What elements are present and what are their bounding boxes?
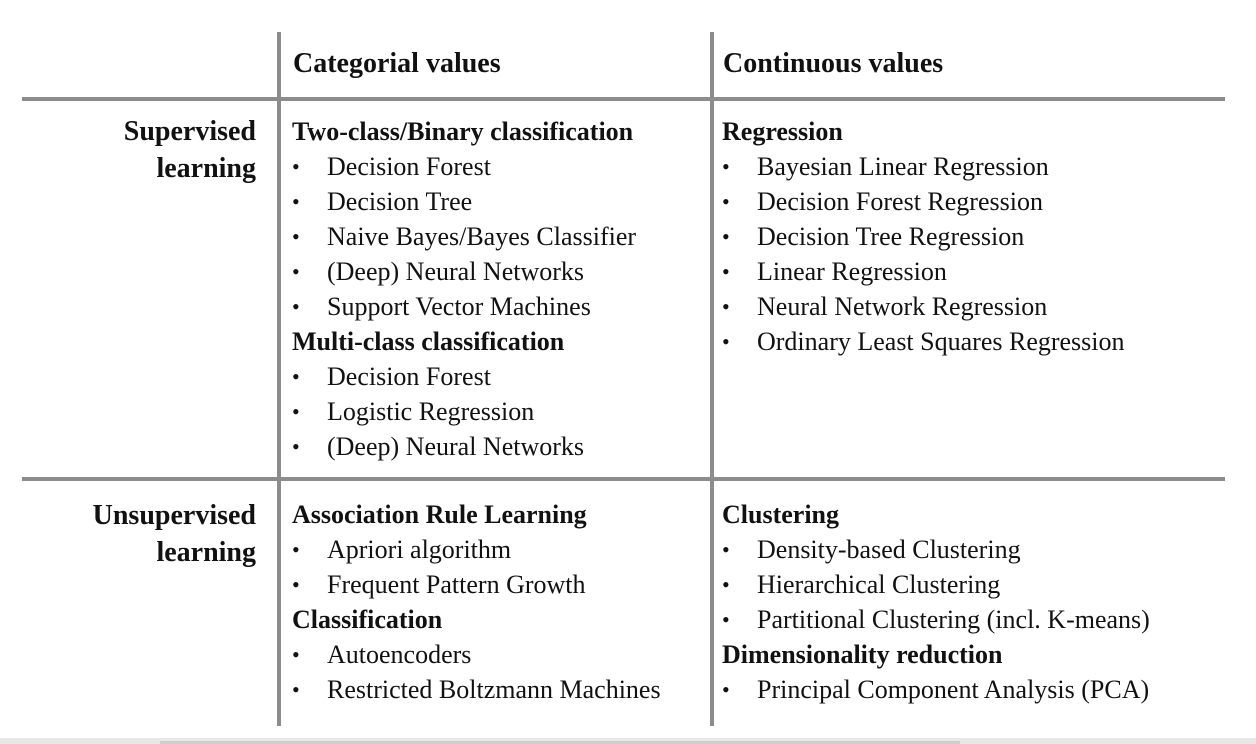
group-title: Multi-class classification — [292, 327, 565, 356]
list-item: • Logistic Regression — [292, 394, 636, 429]
list-item-label: Decision Forest — [327, 152, 491, 181]
bullet-icon: • — [292, 294, 300, 319]
list-item-label: Naive Bayes/Bayes Classifier — [327, 222, 637, 251]
row-header-supervised: Supervised learning — [124, 113, 256, 187]
list-item: • Linear Regression — [722, 254, 1125, 289]
group-title: Association Rule Learning — [292, 500, 587, 529]
list-item-label: Partitional Clustering (incl. K-means) — [757, 605, 1150, 634]
list-item-label: Bayesian Linear Regression — [757, 152, 1049, 181]
bullet-icon: • — [292, 434, 300, 459]
bullet-icon: • — [722, 677, 730, 702]
cell-supervised-continuous: Regression • Bayesian Linear Regression •… — [722, 114, 1125, 359]
bullet-icon: • — [292, 642, 300, 667]
list-item: • Density-based Clustering — [722, 532, 1150, 567]
list-item-label: Support Vector Machines — [327, 292, 591, 321]
row-header-line: learning — [156, 537, 256, 568]
bullet-icon: • — [722, 259, 730, 284]
bottom-edge-shadow — [160, 741, 960, 744]
bullet-icon: • — [292, 399, 300, 424]
bullet-icon: • — [722, 224, 730, 249]
list-item-label: (Deep) Neural Networks — [327, 432, 585, 461]
bullet-icon: • — [722, 572, 730, 597]
bullet-icon: • — [722, 294, 730, 319]
list-item: • Frequent Pattern Growth — [292, 567, 661, 602]
list-item-label: Neural Network Regression — [757, 292, 1048, 321]
list-item-label: Density-based Clustering — [757, 535, 1021, 564]
list-item-label: Ordinary Least Squares Regression — [757, 327, 1125, 356]
column-divider-right — [710, 32, 714, 726]
group-title: Two-class/Binary classification — [292, 117, 634, 146]
list-item: • Decision Forest Regression — [722, 184, 1125, 219]
group-title: Clustering — [722, 500, 839, 529]
column-divider-left — [277, 32, 281, 726]
bullet-icon: • — [292, 364, 300, 389]
list-item-label: Decision Forest — [327, 362, 491, 391]
list-item: • Hierarchical Clustering — [722, 567, 1150, 602]
list-item-label: Autoencoders — [327, 640, 472, 669]
list-item: • Principal Component Analysis (PCA) — [722, 672, 1150, 707]
list-item: • Decision Tree — [292, 184, 636, 219]
header-divider — [22, 97, 1225, 101]
list-item: • Support Vector Machines — [292, 289, 636, 324]
list-item-label: Decision Tree Regression — [757, 222, 1025, 251]
list-item-label: (Deep) Neural Networks — [327, 257, 585, 286]
list-item-label: Apriori algorithm — [327, 535, 512, 564]
list-item: • Decision Forest — [292, 149, 636, 184]
group-title: Dimensionality reduction — [722, 640, 1003, 669]
bullet-icon: • — [722, 537, 730, 562]
bullet-icon: • — [292, 259, 300, 284]
bullet-icon: • — [722, 607, 730, 632]
list-item-label: Decision Tree — [327, 187, 473, 216]
bullet-icon: • — [292, 537, 300, 562]
list-item: • Decision Tree Regression — [722, 219, 1125, 254]
cell-unsupervised-categorial: Association Rule Learning • Apriori algor… — [292, 497, 661, 707]
group-title: Regression — [722, 117, 843, 146]
bullet-icon: • — [292, 224, 300, 249]
row-header-line: learning — [156, 153, 256, 184]
bullet-icon: • — [292, 677, 300, 702]
bullet-icon: • — [722, 154, 730, 179]
list-item: • Ordinary Least Squares Regression — [722, 324, 1125, 359]
list-item: • Restricted Boltzmann Machines — [292, 672, 661, 707]
list-item: • (Deep) Neural Networks — [292, 254, 636, 289]
bullet-icon: • — [292, 572, 300, 597]
list-item: • Autoencoders — [292, 637, 661, 672]
list-item: • Decision Forest — [292, 359, 636, 394]
bullet-icon: • — [292, 189, 300, 214]
list-item-label: Linear Regression — [757, 257, 947, 286]
bullet-icon: • — [292, 154, 300, 179]
row-header-line: Unsupervised — [92, 500, 256, 531]
list-item-label: Decision Forest Regression — [757, 187, 1043, 216]
list-item: • Neural Network Regression — [722, 289, 1125, 324]
list-item-label: Hierarchical Clustering — [757, 570, 1001, 599]
list-item: • Bayesian Linear Regression — [722, 149, 1125, 184]
group-title: Classification — [292, 605, 443, 634]
list-item: • (Deep) Neural Networks — [292, 429, 636, 464]
list-item-label: Frequent Pattern Growth — [327, 570, 586, 599]
list-item: • Apriori algorithm — [292, 532, 661, 567]
list-item: • Partitional Clustering (incl. K-means) — [722, 602, 1150, 637]
cell-unsupervised-continuous: Clustering • Density-based Clustering • Hi… — [722, 497, 1150, 707]
column-header-categorial: Categorial values — [293, 48, 501, 79]
row-header-unsupervised: Unsupervised learning — [93, 497, 256, 571]
row-header-line: Supervised — [123, 116, 256, 147]
list-item-label: Principal Component Analysis (PCA) — [757, 675, 1150, 704]
row-divider — [22, 477, 1225, 481]
list-item: • Naive Bayes/Bayes Classifier — [292, 219, 636, 254]
column-header-continuous: Continuous values — [723, 48, 944, 79]
list-item-label: Restricted Boltzmann Machines — [327, 675, 661, 704]
cell-supervised-categorial: Two-class/Binary classification • Decisio… — [292, 114, 636, 464]
bullet-icon: • — [722, 189, 730, 214]
bullet-icon: • — [722, 329, 730, 354]
list-item-label: Logistic Regression — [327, 397, 535, 426]
